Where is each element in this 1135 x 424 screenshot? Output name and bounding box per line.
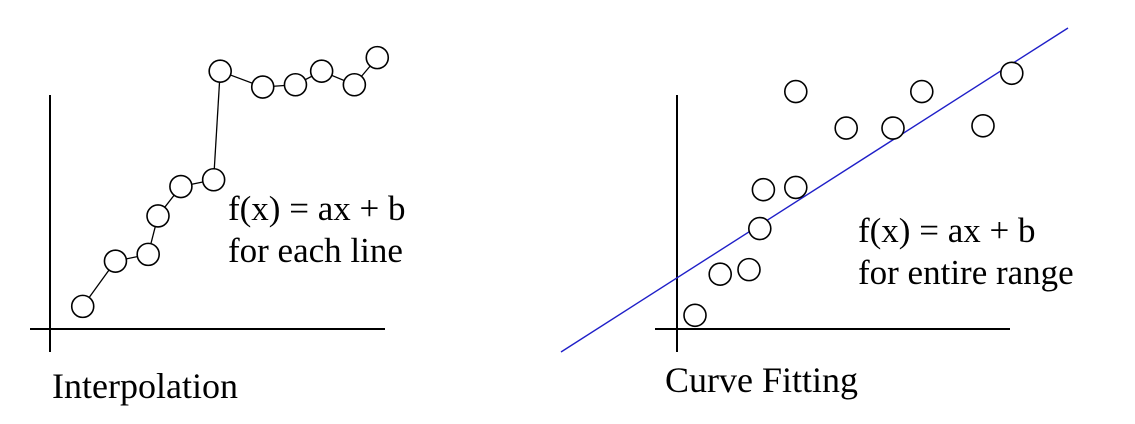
data-point <box>169 174 193 199</box>
data-point <box>208 59 232 83</box>
interpolation-panel: f(x) = ax + b for each line Interpolatio… <box>30 45 405 406</box>
data-point <box>250 75 275 99</box>
data-point <box>683 303 707 328</box>
connector-segment <box>212 71 221 180</box>
data-point <box>309 59 334 83</box>
data-point <box>751 177 776 202</box>
data-point <box>909 79 934 104</box>
equation-line-1: f(x) = ax + b <box>228 189 405 228</box>
data-point <box>146 204 170 228</box>
data-point <box>737 257 761 282</box>
data-point <box>201 167 226 192</box>
data-point <box>747 216 772 241</box>
data-point <box>342 72 367 97</box>
data-point <box>783 79 808 104</box>
data-point <box>834 116 859 140</box>
regression-line <box>560 27 1069 353</box>
equation-line-2: for entire range <box>858 253 1074 292</box>
data-point <box>708 262 733 287</box>
data-point <box>136 242 160 267</box>
equation-line-2: for each line <box>228 231 403 270</box>
data-point <box>971 113 995 138</box>
curve-fitting-panel: f(x) = ax + b for entire range Curve Fit… <box>560 27 1074 400</box>
data-point <box>783 175 808 200</box>
data-point <box>70 294 95 319</box>
data-point <box>283 72 308 97</box>
data-point <box>999 61 1024 86</box>
scatter-points <box>683 61 1024 328</box>
panel-caption: Interpolation <box>52 366 238 406</box>
data-point <box>881 116 905 140</box>
data-point <box>103 249 128 273</box>
equation-line-1: f(x) = ax + b <box>858 211 1035 250</box>
data-point <box>365 45 390 70</box>
panel-caption: Curve Fitting <box>665 360 858 400</box>
interpolation-points <box>70 45 390 319</box>
